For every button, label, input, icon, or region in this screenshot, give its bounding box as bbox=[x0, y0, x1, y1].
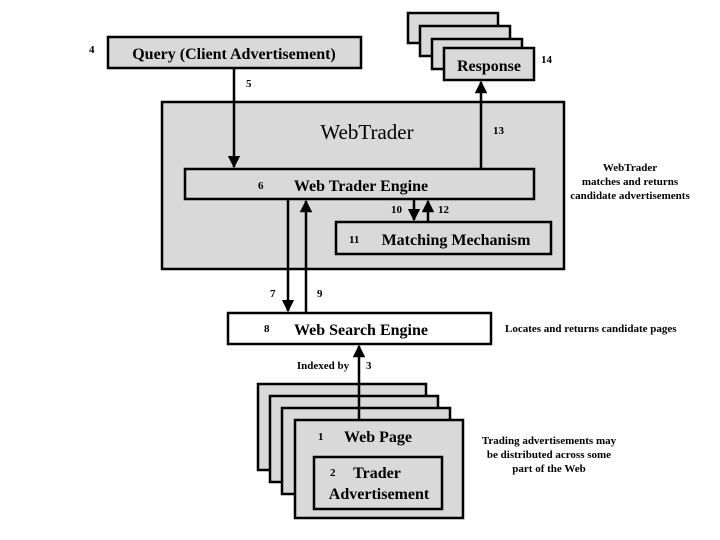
trader-advertisement-box bbox=[312, 455, 444, 511]
web-trader-engine-step: 6 bbox=[258, 180, 264, 192]
web-search-engine-step: 8 bbox=[264, 323, 270, 335]
edge-label-indexed-by-step: 3 bbox=[366, 360, 372, 372]
edge-label-engine-to-matching: 10 bbox=[391, 204, 403, 216]
distribution-note-line-1: Trading advertisements may bbox=[482, 435, 617, 447]
response-box bbox=[442, 46, 536, 82]
web-trader-engine-label: Web Trader Engine bbox=[294, 178, 428, 195]
web-search-engine-label: Web Search Engine bbox=[294, 322, 428, 339]
edge-label-engine-to-search: 7 bbox=[270, 288, 276, 300]
distribution-note-line-2: be distributed across some bbox=[487, 449, 611, 461]
webtrader-note-line-2: matches and returns bbox=[582, 176, 679, 188]
edge-label-search-to-engine: 9 bbox=[317, 288, 323, 300]
trader-advertisement-step: 2 bbox=[330, 467, 336, 479]
matching-mechanism-step: 11 bbox=[349, 234, 359, 246]
webtrader-title: WebTrader bbox=[320, 120, 413, 144]
trader-advertisement-line-1: Trader bbox=[353, 465, 401, 482]
edge-label-matching-to-engine: 12 bbox=[438, 204, 450, 216]
trader-advertisement-line-2: Advertisement bbox=[329, 486, 430, 503]
web-search-engine-note: Locates and returns candidate pages bbox=[505, 323, 677, 335]
web-page-label: Web Page bbox=[344, 429, 412, 446]
web-search-engine-box bbox=[226, 311, 493, 346]
matching-mechanism-label: Matching Mechanism bbox=[382, 232, 532, 249]
webtrader-note-line-1: WebTrader bbox=[603, 162, 657, 174]
response-label: Response bbox=[457, 58, 521, 75]
response-step: 14 bbox=[541, 54, 553, 66]
web-trader-engine-box bbox=[183, 167, 536, 201]
response-stack: Response bbox=[406, 11, 536, 82]
query-label: Query (Client Advertisement) bbox=[132, 46, 336, 63]
matching-mechanism-box bbox=[334, 220, 553, 256]
edge-label-query-to-engine: 5 bbox=[246, 78, 252, 90]
query-step: 4 bbox=[89, 44, 95, 56]
distribution-note-line-3: part of the Web bbox=[512, 463, 585, 475]
webtrader-note-line-3: candidate advertisements bbox=[570, 190, 690, 202]
edge-label-indexed-by: Indexed by bbox=[297, 360, 350, 372]
web-page-step: 1 bbox=[318, 431, 324, 443]
edge-label-engine-to-response: 13 bbox=[493, 125, 505, 137]
